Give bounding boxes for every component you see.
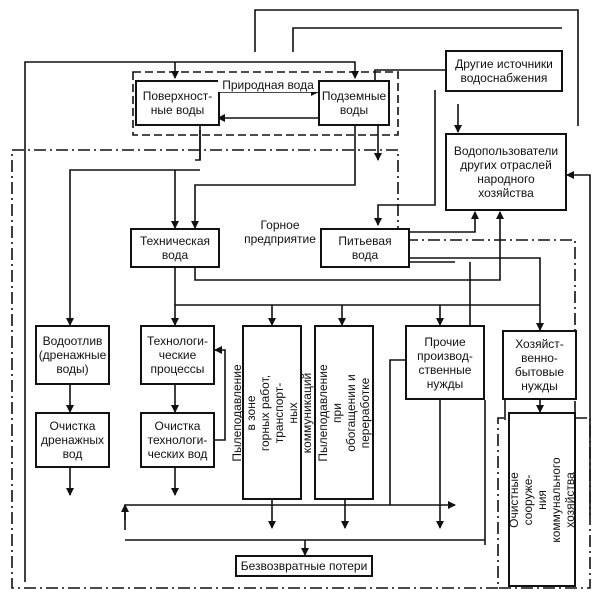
- drinking-water-box: Питьевая вода: [320, 228, 410, 268]
- dust-suppression-processing-box: Пылеподавление при обогащении и перерабо…: [314, 325, 374, 500]
- natural-water-label: Природная вода: [218, 78, 318, 92]
- flow-household-loop: [566, 171, 591, 515]
- flow-left-to-natural: [24, 61, 359, 582]
- other-production-box: Прочие производ- ственные нужды: [405, 325, 485, 400]
- tech-water-treatment-box: Очистка технологи- ческих вод: [140, 412, 215, 468]
- drainage-box: Водоотлив (дренажные воды): [35, 325, 110, 385]
- flow-to-drainage: [66, 169, 200, 326]
- mining-enterprise-label: Горное предприятие: [244, 218, 316, 246]
- dust-suppression-mining-box: Пылеподавление в зоне горных работ, тран…: [230, 325, 314, 500]
- natural-water-boundary: [132, 71, 399, 136]
- underground-water-box: Подземные воды: [318, 80, 390, 126]
- flow-top-loop: [254, 9, 579, 126]
- connections: [24, 9, 591, 582]
- technical-water-box: Техническая вода: [130, 228, 220, 268]
- flow-underground-to-tech: [191, 126, 356, 229]
- flow-other-sources-down1: [374, 90, 436, 226]
- dust-suppression-mining-label: Пылеподавление в зоне горных работ, тран…: [230, 363, 314, 462]
- drainage-treatment-box: Очистка дренажных вод: [35, 412, 110, 468]
- dust-suppression-processing-label: Пылеподавление при обогащении и перерабо…: [316, 363, 372, 462]
- municipal-treatment-label: Очистные сооруже- ния коммунального хозя…: [507, 456, 577, 543]
- other-sources-box: Другие источники водоснабжения: [445, 50, 563, 92]
- flow-drinking-to-household: [410, 257, 544, 331]
- irreversible-losses-box: Безвозвратные потери: [235, 555, 373, 577]
- flow-drinking-to-users1: [400, 211, 479, 233]
- flow-other-prod-loop: [389, 359, 405, 505]
- household-box: Хозяйст- венно- бытовые нужды: [502, 330, 577, 400]
- other-users-box: Водопользователи других отраслей народно…: [445, 133, 567, 211]
- flow-treatment-recycle: [214, 346, 226, 441]
- flow-tech-to-users: [194, 211, 504, 281]
- flow-top-right: [292, 27, 562, 52]
- flow-loss-bus: [124, 505, 455, 520]
- flow-tech-bus: [174, 268, 540, 306]
- tech-processes-box: Технологи- ческие процессы: [140, 325, 215, 385]
- municipal-treatment-box: Очистные сооруже- ния коммунального хозя…: [507, 412, 577, 587]
- surface-water-box: Поверхност- ные воды: [135, 80, 220, 126]
